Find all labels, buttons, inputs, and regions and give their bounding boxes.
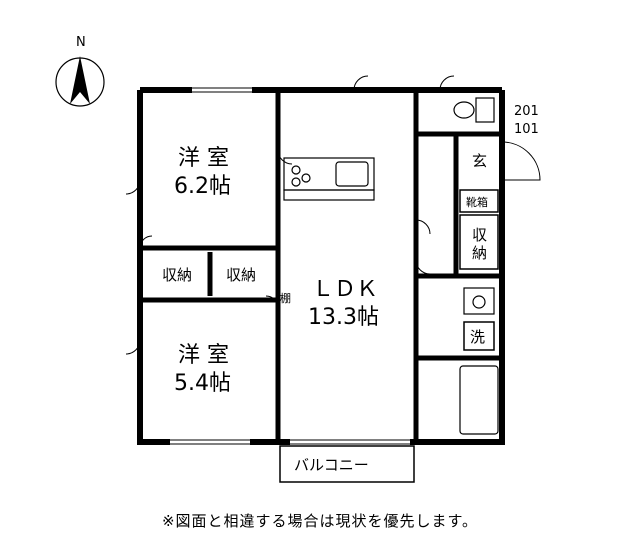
toilet	[453, 97, 495, 123]
room-western-1-name: 洋 室	[178, 146, 229, 171]
storage-hall-label: 収納	[472, 226, 487, 262]
shelf-label: 棚	[280, 291, 291, 305]
unit-label-lower: 101	[514, 122, 539, 137]
windows	[170, 86, 410, 446]
shoe-box-label: 靴箱	[466, 195, 488, 209]
compass-north-label: N	[76, 35, 86, 50]
storage-left-label: 収納	[162, 266, 192, 284]
laundry-label: 洗	[470, 328, 485, 346]
room-ldk-size: 13.3帖	[308, 305, 379, 330]
balcony-label: バルコニー	[294, 456, 369, 474]
balcony-outline	[279, 445, 415, 483]
room-ldk-name: ＬＤＫ	[312, 277, 378, 302]
storage-hall-char: 収	[472, 226, 487, 244]
disclaimer-note: ※図面と相違する場合は現状を優先します。	[161, 512, 479, 530]
thin-partitions	[415, 189, 499, 358]
room-western-2-name: 洋 室	[178, 343, 229, 368]
kitchen-counter	[283, 157, 375, 201]
room-western-2-size: 5.4帖	[174, 371, 231, 396]
bathroom-fixtures	[459, 287, 499, 435]
storage-hall-char: 納	[472, 244, 487, 262]
interior-walls	[140, 90, 502, 442]
compass-arrow-icon	[70, 56, 90, 104]
unit-label-upper: 201	[514, 104, 539, 119]
entrance-label: 玄	[472, 152, 487, 170]
compass: N	[55, 35, 105, 107]
storage-right-label: 収納	[226, 266, 256, 284]
room-western-1-size: 6.2帖	[174, 174, 231, 199]
door-swings	[125, 75, 541, 355]
